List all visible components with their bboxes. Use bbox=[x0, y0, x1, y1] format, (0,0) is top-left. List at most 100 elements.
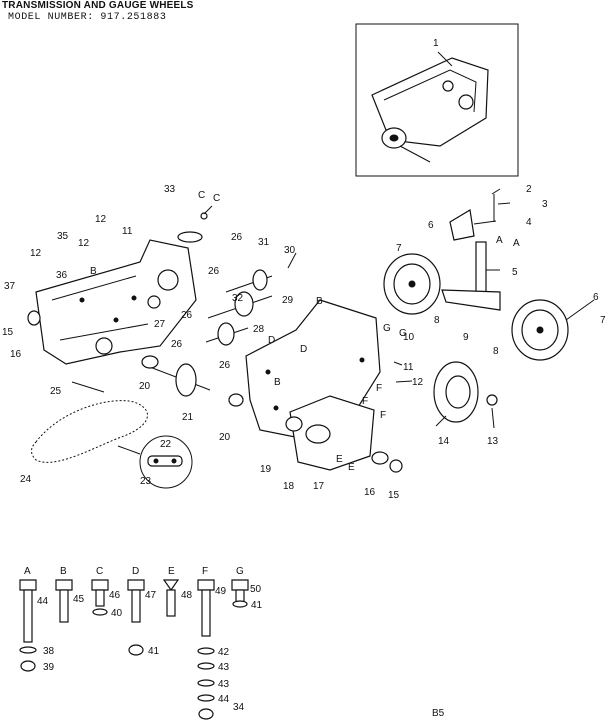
callout: 48 bbox=[181, 590, 193, 601]
callout: 6 bbox=[593, 292, 599, 303]
gauge-wheel-assembly bbox=[383, 194, 569, 423]
letter-ref: F bbox=[362, 396, 368, 407]
callout: 12 bbox=[95, 214, 107, 225]
callout: 21 bbox=[182, 412, 194, 423]
column-letter: C bbox=[96, 566, 103, 577]
leader-lines bbox=[203, 188, 595, 429]
callout: 37 bbox=[4, 281, 16, 292]
callout: 43 bbox=[218, 662, 230, 673]
callout: 22 bbox=[160, 439, 172, 450]
letter-ref: B bbox=[90, 266, 97, 277]
callout: 30 bbox=[284, 245, 296, 256]
callout: 19 bbox=[260, 464, 272, 475]
model-number: MODEL NUMBER: 917.251883 bbox=[8, 12, 167, 23]
hardware-column-letters: A B C D E F G bbox=[24, 566, 244, 577]
callout: 12 bbox=[30, 248, 42, 259]
callout: 18 bbox=[283, 481, 295, 492]
callout: 11 bbox=[403, 362, 414, 373]
callout: 7 bbox=[396, 243, 402, 254]
letter-ref: D bbox=[300, 344, 307, 355]
callout: 23 bbox=[140, 476, 152, 487]
master-link-detail bbox=[117, 435, 193, 489]
callout: 4 bbox=[526, 217, 532, 228]
callout: 34 bbox=[233, 702, 245, 713]
callout: 45 bbox=[73, 594, 85, 605]
column-letter: D bbox=[132, 566, 139, 577]
letter-ref: C bbox=[213, 193, 220, 204]
callout: 26 bbox=[231, 232, 243, 243]
callout: 13 bbox=[487, 436, 499, 447]
callout: 9 bbox=[463, 332, 469, 343]
letter-ref: C bbox=[198, 190, 205, 201]
callout: 27 bbox=[154, 319, 166, 330]
letter-ref: D bbox=[268, 335, 275, 346]
callout: 26 bbox=[181, 310, 193, 321]
letter-ref: E bbox=[348, 462, 355, 473]
callout: 50 bbox=[250, 584, 262, 595]
letter-ref: A bbox=[513, 238, 520, 249]
callout: 20 bbox=[139, 381, 151, 392]
callout: 38 bbox=[43, 646, 55, 657]
callout: 24 bbox=[20, 474, 32, 485]
column-letter: A bbox=[24, 566, 31, 577]
callout: 26 bbox=[171, 339, 183, 350]
callout: 41 bbox=[148, 646, 160, 657]
callout: 39 bbox=[43, 662, 55, 673]
callout: 8 bbox=[493, 346, 499, 357]
diagram-title: TRANSMISSION AND GAUGE WHEELS bbox=[2, 0, 194, 11]
left-case-half bbox=[35, 239, 197, 365]
callout: 11 bbox=[122, 226, 133, 237]
callout: 7 bbox=[600, 315, 606, 326]
page-reference: B5 bbox=[432, 708, 445, 719]
column-letter: B bbox=[60, 566, 67, 577]
callout: 32 bbox=[232, 293, 244, 304]
callout: 26 bbox=[208, 266, 220, 277]
callout: 14 bbox=[438, 436, 450, 447]
letter-ref: G bbox=[399, 328, 407, 339]
callout: 12 bbox=[412, 377, 424, 388]
letter-ref: A bbox=[496, 235, 503, 246]
column-letter: E bbox=[168, 566, 175, 577]
column-letter: F bbox=[202, 566, 208, 577]
callout: 41 bbox=[251, 600, 263, 611]
callout: 16 bbox=[364, 487, 376, 498]
letter-markers: A B C D E F G B B C D E F F G A bbox=[90, 190, 520, 473]
callout: 36 bbox=[56, 270, 68, 281]
gear-train bbox=[27, 212, 403, 473]
callout: 15 bbox=[388, 490, 400, 501]
letter-ref: F bbox=[376, 383, 382, 394]
callout: 2 bbox=[526, 184, 532, 195]
column-letter: G bbox=[236, 566, 244, 577]
callout: 29 bbox=[282, 295, 294, 306]
callout: 49 bbox=[215, 586, 227, 597]
callout: 3 bbox=[542, 199, 548, 210]
callout: 17 bbox=[313, 481, 325, 492]
letter-ref: E bbox=[336, 454, 343, 465]
callout: 43 bbox=[218, 679, 230, 690]
inset-assembly: 1 bbox=[355, 23, 519, 177]
callout: 46 bbox=[109, 590, 121, 601]
callout: 31 bbox=[258, 237, 270, 248]
callout: 47 bbox=[145, 590, 157, 601]
callout: 44 bbox=[37, 596, 49, 607]
callout: 33 bbox=[164, 184, 176, 195]
callout: 1 bbox=[433, 38, 439, 49]
callout: 10 bbox=[403, 332, 415, 343]
callout: 28 bbox=[253, 324, 265, 335]
callout: 6 bbox=[428, 220, 434, 231]
callout: 44 bbox=[218, 694, 230, 705]
callout: 25 bbox=[50, 386, 62, 397]
callout: 20 bbox=[219, 432, 231, 443]
callout-labels: 2 3 4 5 6 6 7 7 8 8 9 10 11 11 12 12 12 … bbox=[2, 184, 606, 713]
callout: 26 bbox=[219, 360, 231, 371]
hardware-legend bbox=[19, 579, 249, 720]
callout: 8 bbox=[434, 315, 440, 326]
letter-ref: G bbox=[383, 323, 391, 334]
drive-chain bbox=[31, 381, 148, 463]
callout: 40 bbox=[111, 608, 123, 619]
right-case-half bbox=[245, 299, 381, 471]
callout: 35 bbox=[57, 231, 69, 242]
callout: 15 bbox=[2, 327, 14, 338]
